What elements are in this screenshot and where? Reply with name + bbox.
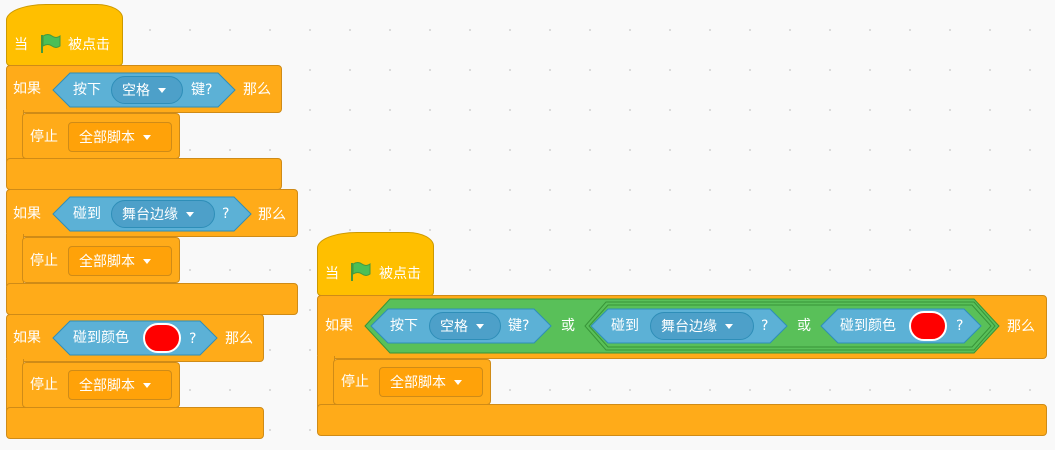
key-dropdown-space-1[interactable]: 空格 — [111, 76, 183, 104]
stop-dropdown-value: 全部脚本 — [79, 254, 135, 270]
dropdown-arrow-icon — [143, 258, 151, 264]
stop-dropdown-2[interactable]: 全部脚本 — [68, 246, 172, 276]
stop-label: 停止 — [30, 377, 58, 393]
dropdown-arrow-icon — [158, 87, 166, 93]
if-block-3-bottom[interactable] — [6, 407, 264, 439]
stop-dropdown-4[interactable]: 全部脚本 — [379, 367, 483, 397]
green-flag-icon — [351, 262, 371, 281]
stop-dropdown-value: 全部脚本 — [79, 130, 135, 146]
when-flag-clicked-hat-1[interactable] — [6, 4, 123, 66]
question-label: ? — [189, 331, 197, 347]
if-label: 如果 — [13, 206, 41, 222]
color-swatch-red-2[interactable] — [909, 311, 947, 341]
then-label: 那么 — [258, 207, 286, 223]
question-label: ? — [222, 206, 230, 222]
touching-dropdown-edge-2[interactable]: 舞台边缘 — [650, 312, 754, 340]
key-dropdown-value: 空格 — [440, 319, 468, 335]
if-block-2-bottom[interactable] — [6, 283, 298, 315]
stop-label: 停止 — [341, 374, 369, 390]
stop-dropdown-1[interactable]: 全部脚本 — [68, 122, 172, 152]
dropdown-arrow-icon — [143, 382, 151, 388]
touching-color-label: 碰到颜色 — [840, 318, 896, 334]
when-label: 当 — [325, 266, 339, 282]
when-label: 当 — [14, 37, 28, 53]
green-flag-icon — [41, 34, 61, 53]
color-swatch-red-1[interactable] — [143, 323, 181, 353]
clicked-label: 被点击 — [379, 266, 421, 282]
if-label: 如果 — [13, 330, 41, 346]
stop-dropdown-value: 全部脚本 — [390, 375, 446, 391]
dropdown-arrow-icon — [476, 323, 484, 329]
or-label-2: 或 — [797, 318, 811, 334]
dropdown-arrow-icon — [186, 211, 194, 217]
or-label-1: 或 — [561, 318, 575, 334]
then-label: 那么 — [1007, 319, 1035, 335]
if-label: 如果 — [325, 318, 353, 334]
touching-label: 碰到 — [611, 318, 639, 334]
dropdown-arrow-icon — [454, 379, 462, 385]
key-suffix-label: 键? — [508, 318, 530, 334]
then-label: 那么 — [225, 331, 253, 347]
key-pressed-label: 按下 — [390, 318, 418, 334]
if-block-1-bottom[interactable] — [6, 158, 282, 190]
touching-dropdown-edge[interactable]: 舞台边缘 — [111, 200, 215, 228]
touching-label: 碰到 — [73, 206, 101, 222]
touching-dropdown-value: 舞台边缘 — [122, 207, 178, 223]
touching-dropdown-value: 舞台边缘 — [661, 319, 717, 335]
key-pressed-label: 按下 — [73, 82, 101, 98]
question-label: ? — [956, 318, 964, 334]
key-dropdown-value: 空格 — [122, 83, 150, 99]
touching-color-label: 碰到颜色 — [73, 330, 129, 346]
if-block-4-bottom[interactable] — [317, 404, 1047, 436]
if-label: 如果 — [13, 81, 41, 97]
stop-label: 停止 — [30, 253, 58, 269]
dropdown-arrow-icon — [143, 134, 151, 140]
stop-dropdown-value: 全部脚本 — [79, 378, 135, 394]
clicked-label: 被点击 — [68, 37, 110, 53]
key-suffix-label: 键? — [191, 82, 213, 98]
key-dropdown-space-2[interactable]: 空格 — [429, 312, 501, 340]
then-label: 那么 — [243, 82, 271, 98]
stop-label: 停止 — [30, 129, 58, 145]
dropdown-arrow-icon — [725, 323, 733, 329]
stop-dropdown-3[interactable]: 全部脚本 — [68, 370, 172, 400]
question-label: ? — [761, 318, 769, 334]
